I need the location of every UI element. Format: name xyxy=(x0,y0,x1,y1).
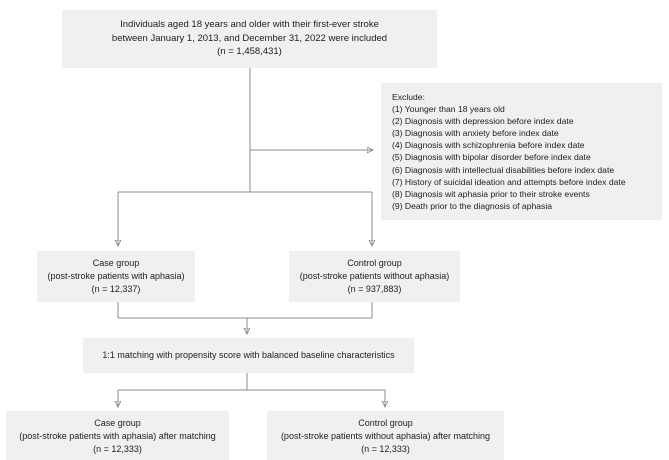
exclusion-item-8: (8) Diagnosis wit aphasia prior to their… xyxy=(392,188,590,199)
case-group-description: (post-stroke patients with aphasia) xyxy=(47,271,185,281)
case-group-count: (n = 12,337) xyxy=(91,284,141,294)
case-after-count: (n = 12,333) xyxy=(93,444,142,454)
case-group-title: Case group xyxy=(92,258,140,268)
exclusion-item-4: (4) Diagnosis with schizophrenia before … xyxy=(392,140,585,151)
control-group-box: Control group (post-stroke patients with… xyxy=(289,251,460,302)
case-group-after-matching-box: Case group (post-stroke patients with ap… xyxy=(6,411,229,460)
control-group-count: (n = 937,883) xyxy=(347,284,402,294)
case-group-box: Case group (post-stroke patients with ap… xyxy=(37,251,195,302)
exclusion-item-5: (5) Diagnosis with bipolar disorder befo… xyxy=(392,152,591,163)
inclusion-box: Individuals aged 18 years and older with… xyxy=(62,10,437,68)
exclusion-box: Exclude: (1) Younger than 18 years old (… xyxy=(381,83,662,220)
control-group-description: (post-stroke patients without aphasia) xyxy=(299,271,450,281)
exclusion-item-3: (3) Diagnosis with anxiety before index … xyxy=(392,128,559,139)
exclusion-item-9: (9) Death prior to the diagnosis of apha… xyxy=(392,200,553,211)
matching-description: 1:1 matching with propensity score with … xyxy=(102,350,395,360)
control-after-description: (post-stroke patients without aphasia) a… xyxy=(280,431,491,441)
matching-box: 1:1 matching with propensity score with … xyxy=(83,338,414,373)
control-after-count: (n = 12,333) xyxy=(361,444,410,454)
case-after-title: Case group xyxy=(94,418,141,428)
control-group-after-matching-box: Control group (post-stroke patients with… xyxy=(267,411,504,460)
inclusion-line-2: between January 1, 2013, and December 31… xyxy=(111,32,388,44)
inclusion-line-1: Individuals aged 18 years and older with… xyxy=(120,19,379,30)
exclusion-item-2: (2) Diagnosis with depression before ind… xyxy=(392,116,574,127)
exclusion-item-6: (6) Diagnosis with intellectual disabili… xyxy=(392,164,615,175)
control-after-title: Control group xyxy=(358,418,413,428)
exclusion-item-7: (7) History of suicidal ideation and att… xyxy=(392,176,626,187)
exclusion-title: Exclude: xyxy=(392,92,425,102)
exclusion-item-1: (1) Younger than 18 years old xyxy=(392,104,505,115)
case-after-description: (post-stroke patients with aphasia) afte… xyxy=(19,431,216,441)
inclusion-count: (n = 1,458,431) xyxy=(217,46,282,57)
control-group-title: Control group xyxy=(347,258,402,268)
